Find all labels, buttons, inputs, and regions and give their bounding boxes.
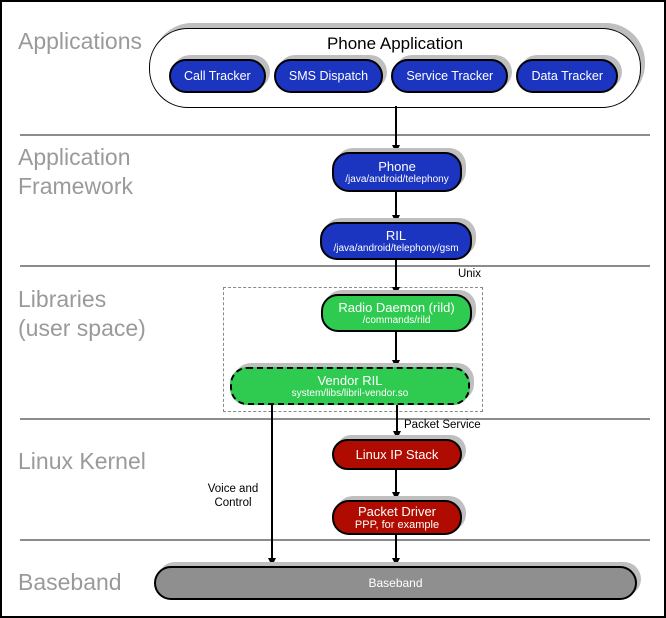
linux-ip-stack-pill: Linux IP Stack — [332, 439, 462, 470]
band-label-applications: Applications — [18, 28, 143, 54]
service-tracker-pill: Service Tracker — [391, 59, 509, 93]
phone-pill: Phone /java/android/telephony — [332, 152, 462, 192]
vendor-ril-pill: Vendor RIL system/libs/libril-vendor.so — [230, 367, 470, 405]
arrow-packetdriver-to-baseband — [395, 535, 397, 566]
divider-framework — [20, 265, 650, 267]
band-label-linux-kernel: Linux Kernel — [18, 448, 146, 474]
phone-application-container: Phone Application Call Tracker SMS Dispa… — [149, 28, 641, 108]
packet-driver-pill: Packet Driver PPP, for example — [332, 500, 462, 535]
arrow-ipstack-to-packetdriver — [395, 469, 397, 500]
ril-pill: RIL /java/android/telephony/gsm — [320, 222, 472, 260]
band-label-application-framework: Application Framework — [18, 144, 134, 199]
baseband-pill: Baseband — [154, 566, 637, 600]
unix-label: Unix — [457, 268, 481, 280]
arrow-vendorril-to-ipstack-packet-service — [396, 405, 398, 439]
arrow-radiodaemon-to-vendorril — [395, 332, 397, 368]
voice-and-control-label: Voice and Control — [207, 483, 259, 509]
band-label-baseband: Baseband — [18, 569, 122, 595]
arrow-ril-to-radiodaemon — [395, 260, 397, 295]
divider-libraries — [20, 418, 650, 420]
packet-service-label: Packet Service — [404, 419, 481, 431]
call-tracker-pill: Call Tracker — [169, 59, 266, 93]
divider-applications — [20, 134, 650, 136]
arrow-vendorril-to-baseband-voice-control — [271, 405, 273, 566]
data-tracker-pill: Data Tracker — [516, 59, 618, 93]
divider-kernel — [20, 539, 650, 541]
unix-dashed-box — [223, 287, 483, 412]
arrow-phone-to-ril — [395, 192, 397, 223]
application-pills-row: Call Tracker SMS Dispatch Service Tracke… — [169, 59, 618, 93]
arrow-appcontainer-to-phone — [395, 106, 397, 153]
band-label-libraries: Libraries (user space) — [18, 286, 146, 341]
sms-dispatch-pill: SMS Dispatch — [273, 59, 384, 93]
phone-application-title: Phone Application — [326, 34, 464, 53]
radio-daemon-pill: Radio Daemon (rild) /commands/rild — [321, 294, 472, 332]
